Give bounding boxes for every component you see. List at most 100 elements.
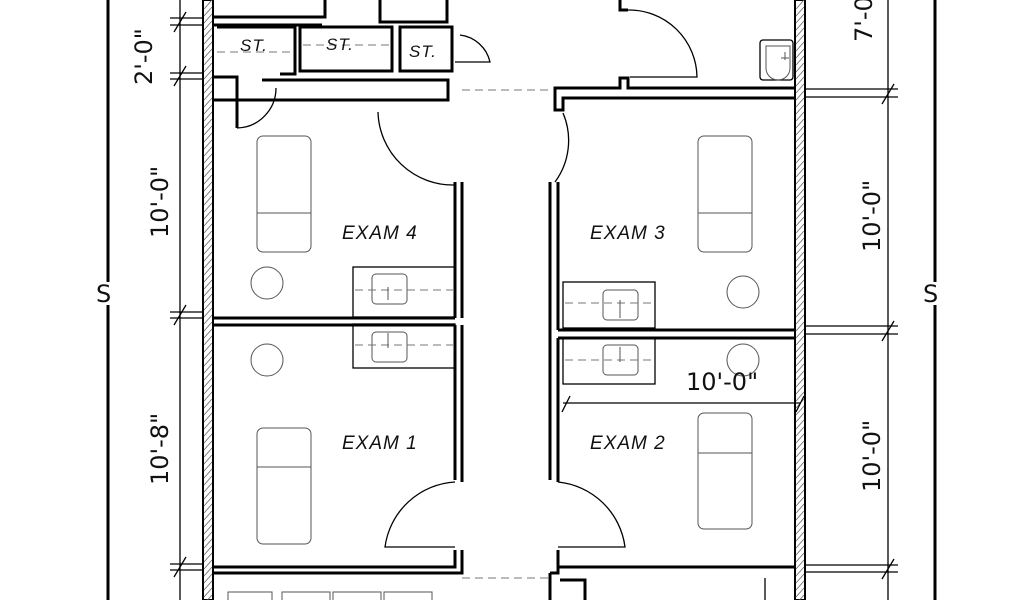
wall-hatch-line: [203, 181, 213, 192]
wall-hatch-line: [203, 391, 213, 402]
wall-hatch-line: [203, 461, 213, 472]
wall-hatch-line: [203, 286, 213, 297]
break-symbol-left: S: [96, 280, 111, 308]
wall-hatch-line: [795, 412, 805, 423]
wall-hatch-line: [203, 34, 213, 45]
wall-hatch-line: [203, 55, 213, 66]
wall-hatch-line: [795, 573, 805, 584]
wall-hatch-line: [795, 538, 805, 549]
wall-hatch-line: [203, 454, 213, 465]
left-dimension-string: 2'-0" 10'-0" 10'-8": [130, 0, 203, 600]
wall-hatch-line: [795, 566, 805, 577]
wall-hatch-line: [203, 384, 213, 395]
wall-hatch-line: [795, 384, 805, 395]
room-label-exam-3: EXAM 3: [590, 223, 666, 244]
wall-hatch-line: [203, 139, 213, 150]
wall-hatch-line: [203, 244, 213, 255]
wall-hatch-line: [795, 69, 805, 80]
wall-hatch-line: [795, 279, 805, 290]
wall-hatch-line: [203, 195, 213, 206]
wall-hatch-line: [203, 503, 213, 514]
wall-hatch-line: [203, 216, 213, 227]
wall-hatch-line: [795, 202, 805, 213]
wall-hatch-line: [795, 405, 805, 416]
wall-hatch-line: [203, 258, 213, 269]
wall-hatch-line: [795, 461, 805, 472]
wall-hatch-line: [795, 132, 805, 143]
wall-hatch-line: [795, 118, 805, 129]
wall-hatch-line: [795, 230, 805, 241]
wall-hatch-line: [203, 559, 213, 570]
wall-hatch-line: [795, 0, 805, 10]
exam-room-4: EXAM 4: [213, 111, 464, 327]
wall-hatch-line: [203, 300, 213, 311]
right-dimension-string: 7'-0" 10'-0" 10'-0": [805, 0, 898, 600]
wall-hatch-line: [203, 111, 213, 122]
wall-hatch-line: [795, 300, 805, 311]
wall-hatch-line: [795, 13, 805, 24]
wall-hatch-line: [203, 531, 213, 542]
wall-hatch-line: [795, 580, 805, 591]
exterior-wall-right: [794, 0, 806, 600]
wall-hatch-line: [203, 405, 213, 416]
wall-hatch-line: [795, 146, 805, 157]
wall-hatch-line: [203, 167, 213, 178]
wall-hatch-line: [795, 524, 805, 535]
wall-hatch-line: [795, 139, 805, 150]
wall-hatch-line: [203, 265, 213, 276]
wall-hatch-line: [795, 370, 805, 381]
wall-hatch-line: [203, 0, 213, 10]
restroom: [553, 0, 795, 112]
wall-hatch-line: [795, 545, 805, 556]
wall-hatch-line: [795, 293, 805, 304]
wall-hatch-line: [795, 48, 805, 59]
room-label-exam-2: EXAM 2: [590, 433, 666, 454]
wall-hatch-line: [203, 230, 213, 241]
wall-hatch-line: [203, 552, 213, 563]
wall-hatch-line: [795, 391, 805, 402]
exam-room-1: EXAM 1: [213, 323, 464, 575]
wall-hatch-line: [795, 195, 805, 206]
wall-hatch-line: [203, 279, 213, 290]
wall-hatch-line: [795, 97, 805, 108]
wall-hatch-line: [203, 132, 213, 143]
wall-hatch-line: [203, 153, 213, 164]
wall-hatch-line: [203, 363, 213, 374]
wall-hatch-line: [795, 223, 805, 234]
dimension-10ft-horizontal: 10'-0": [686, 368, 758, 396]
wall-hatch-line: [203, 538, 213, 549]
bottom-partial-rooms: [227, 577, 766, 600]
wall-hatch-line: [203, 377, 213, 388]
wall-hatch-line: [795, 475, 805, 486]
wall-hatch-line: [795, 216, 805, 227]
wall-hatch-line: [795, 188, 805, 199]
wall-hatch-line: [203, 13, 213, 24]
wall-hatch-line: [795, 349, 805, 360]
wall-hatch-line: [203, 160, 213, 171]
wall-hatch-line: [203, 412, 213, 423]
wall-hatch-line: [203, 433, 213, 444]
wall-hatch-line: [203, 587, 213, 598]
exam-room-3: EXAM 3: [548, 112, 795, 340]
wall-hatch-line: [203, 321, 213, 332]
wall-hatch-line: [203, 118, 213, 129]
wall-hatch-line: [203, 468, 213, 479]
wall-hatch-line: [203, 517, 213, 528]
wall-hatch-line: [795, 531, 805, 542]
wall-hatch-line: [203, 482, 213, 493]
storage-area: ST. ST. ST.: [213, 0, 550, 129]
wall-hatch-line: [795, 111, 805, 122]
wall-hatch-line: [203, 342, 213, 353]
wall-hatch-line: [795, 90, 805, 101]
wall-hatch-line: [203, 69, 213, 80]
wall-hatch-line: [795, 503, 805, 514]
wall-hatch-line: [203, 524, 213, 535]
wall-hatch-line: [795, 258, 805, 269]
wall-hatch-line: [203, 6, 213, 17]
storage-label-3: ST.: [409, 42, 437, 61]
wall-hatch-line: [203, 440, 213, 451]
wall-hatch-line: [795, 356, 805, 367]
wall-hatch-line: [203, 356, 213, 367]
wall-hatch-line: [795, 174, 805, 185]
wall-hatch-line: [203, 314, 213, 325]
